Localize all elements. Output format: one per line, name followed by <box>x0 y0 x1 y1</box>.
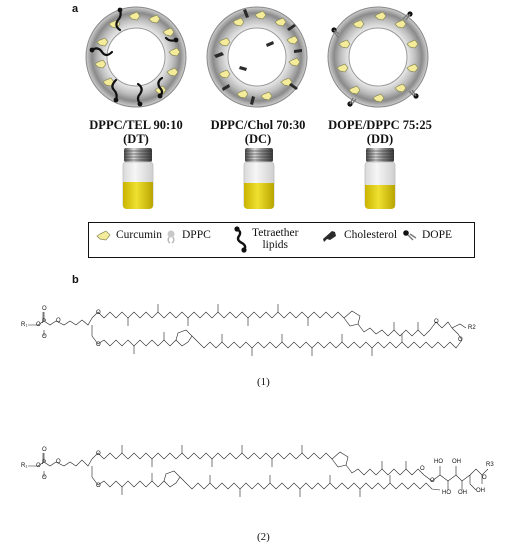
formulation-label-dc: DPPC/Chol 70:30 (DC) <box>210 118 306 146</box>
cholesterol-markers-dc <box>214 9 302 105</box>
atom-o-s2i: O <box>482 475 487 481</box>
atom-o-s1g: O <box>434 319 439 325</box>
atom-o-s1a: O <box>36 322 41 328</box>
legend-tetraether-label: Tetraether lipids <box>252 227 299 251</box>
atom-o-s2f: O <box>96 483 101 489</box>
legend-dppc-icon <box>167 230 175 244</box>
atom-ho-s2a: HO <box>434 459 443 465</box>
legend-box <box>88 222 475 258</box>
atom-oh-s2c: OH <box>476 488 485 494</box>
atom-p-s1: P <box>42 319 47 325</box>
dope-markers-dd <box>331 11 419 107</box>
atom-oh-s2b: OH <box>458 490 467 496</box>
legend-curcumin-label: Curcumin <box>116 229 162 241</box>
atom-r2-s1: R2 <box>468 325 476 331</box>
atom-o-s1f: O <box>96 342 101 348</box>
legend-curcumin-icon <box>96 230 111 241</box>
vial-dd <box>364 148 396 209</box>
atom-ho-s2b: HO <box>442 490 451 496</box>
curcumin-markers-dc <box>218 10 301 101</box>
atom-o-s1b: O <box>42 306 47 312</box>
atom-r1-s1: R₁ <box>21 322 28 328</box>
atom-o-s1c: O <box>42 334 47 340</box>
atom-oh-s2a: OH <box>452 459 461 465</box>
structure-1-skeleton <box>28 304 467 356</box>
atom-o-s1d: O <box>56 318 61 324</box>
atom-o-s2a: O <box>36 463 41 469</box>
atom-o-s2b: O <box>42 447 47 453</box>
legend-dope-icon <box>403 230 417 241</box>
legend-icons <box>96 226 417 253</box>
legend-dppc-label: DPPC <box>182 229 211 241</box>
structure-2-label: (2) <box>257 531 270 543</box>
atom-o-s2h: O <box>430 478 435 484</box>
structure-1-label: (1) <box>257 376 270 388</box>
panel-b-letter: b <box>72 274 79 286</box>
atom-o-s1e: O <box>96 310 101 316</box>
atom-r3-s2: R3 <box>486 462 494 468</box>
legend-tetraether-icon <box>234 226 247 253</box>
atom-o-s2g: O <box>420 466 425 472</box>
panel-a-letter: a <box>72 3 79 15</box>
vial-dc <box>243 148 275 209</box>
legend-cholesterol-label: Cholesterol <box>344 229 398 241</box>
atom-p-s2: P <box>42 460 47 466</box>
atom-o-s2e: O <box>96 451 101 457</box>
atom-o-s2c: O <box>42 475 47 481</box>
structure-2-skeleton <box>28 445 489 497</box>
vesicle-dd <box>327 6 429 108</box>
atom-o-s1h: O <box>458 337 463 343</box>
legend-cholesterol-icon <box>323 231 336 242</box>
formulation-label-dd: DOPE/DPPC 75:25 (DD) <box>328 118 432 146</box>
atom-o-s2d: O <box>56 459 61 465</box>
formulation-label-dt: DPPC/TEL 90:10 (DT) <box>89 118 183 146</box>
curcumin-markers-dd <box>336 11 419 103</box>
atom-r1-s2: R₁ <box>21 463 28 469</box>
vial-dt <box>122 148 154 209</box>
legend-dope-label: DOPE <box>422 229 453 241</box>
